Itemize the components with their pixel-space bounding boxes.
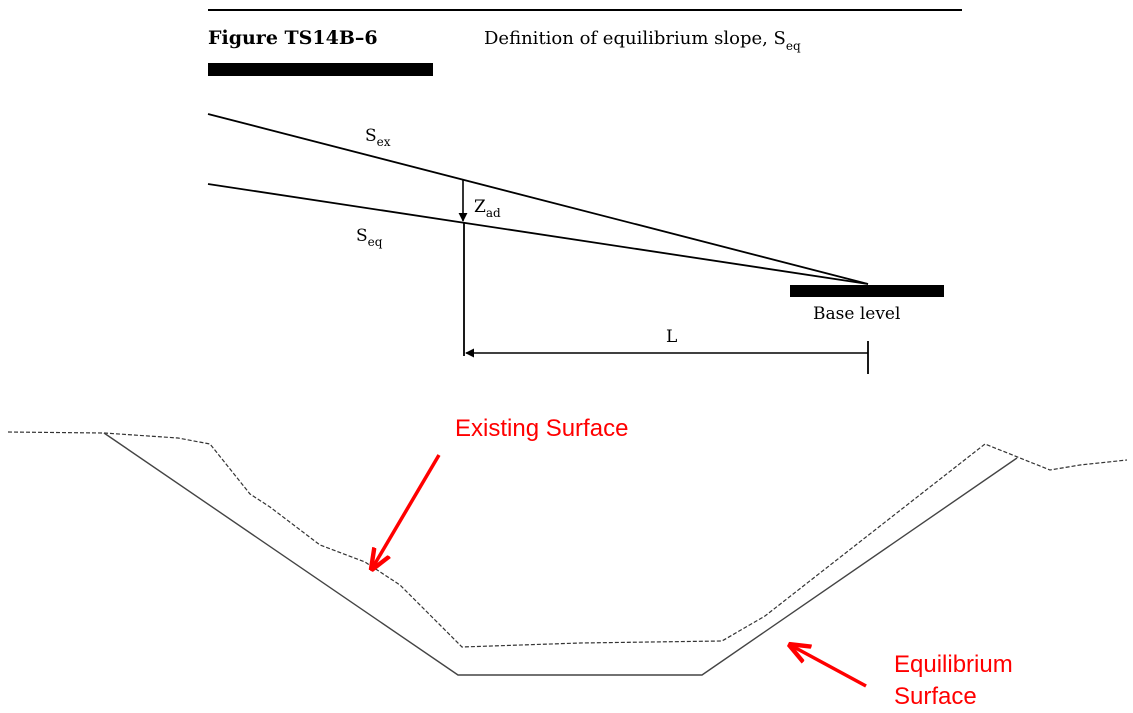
existing-surface-pointer xyxy=(373,454,441,567)
equilibrium-surface-profile xyxy=(103,432,1018,676)
figure-number-bar xyxy=(208,63,433,76)
figure-number: Figure TS14B–6 xyxy=(208,27,378,49)
degradation-depth-label: Zad xyxy=(474,197,501,220)
existing-surface-label: Existing Surface xyxy=(455,415,628,442)
existing-surface-profile xyxy=(7,431,1128,648)
figure-caption-subscript: eq xyxy=(786,39,801,53)
figure-caption-text: Definition of equilibrium slope, S xyxy=(484,28,786,49)
base-level-label: Base level xyxy=(813,304,900,324)
equilibrium-surface-label-line2: Surface xyxy=(894,683,977,710)
figure-caption: Definition of equilibrium slope, Seq xyxy=(484,28,801,53)
equilibrium-slope-line xyxy=(207,183,869,285)
equilibrium-surface-label: Equilibrium Surface xyxy=(894,651,1019,710)
base-level-bar xyxy=(790,285,944,297)
length-label: L xyxy=(666,327,677,347)
existing-slope-label: Sex xyxy=(365,126,391,149)
equilibrium-surface-label-line1: Equilibrium xyxy=(894,651,1013,678)
equilibrium-slope-label: Seq xyxy=(356,226,383,249)
equilibrium-surface-pointer xyxy=(792,646,867,688)
existing-slope-line xyxy=(207,113,869,285)
